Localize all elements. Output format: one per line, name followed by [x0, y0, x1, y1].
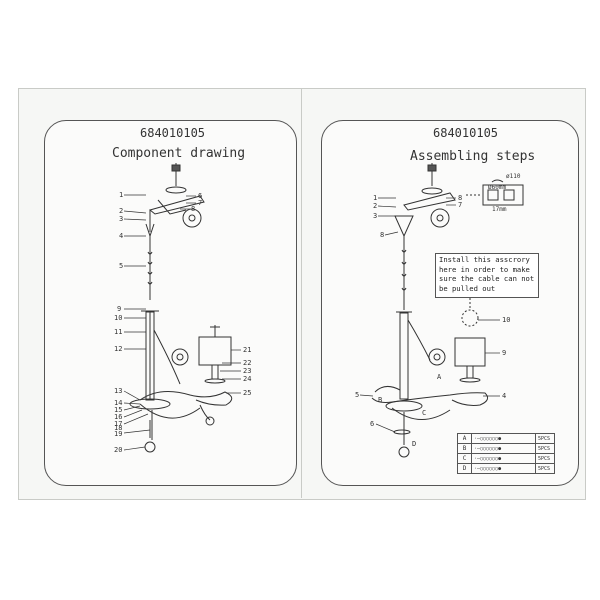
legend-row: D·—○○○○○○●5PCS: [457, 463, 555, 474]
bead-strand: ·—○○○○○○●: [471, 433, 536, 444]
legend-row: B·—○○○○○○●5PCS: [457, 443, 555, 454]
step-label: 10: [502, 316, 510, 324]
step-label: 8: [380, 231, 384, 239]
part-label: 19: [114, 430, 122, 438]
part-label: 15: [114, 406, 122, 414]
part-label: 1: [119, 191, 123, 199]
part-label: 13: [114, 387, 122, 395]
part-label: 18: [114, 424, 122, 432]
step-label: 1: [373, 194, 377, 202]
bead-strand: ·—○○○○○○●: [471, 443, 536, 454]
bead-strand: ·—○○○○○○●: [471, 463, 536, 474]
part-label: 4: [119, 232, 123, 240]
diameter-label: ø110: [506, 173, 521, 180]
right-product-code: 684010105: [433, 126, 499, 140]
part-label: 25: [243, 389, 251, 397]
legend-key: D: [457, 463, 472, 474]
legend-qty: 5PCS: [535, 443, 555, 454]
step-label: 4: [502, 392, 506, 400]
part-label: 14: [114, 399, 122, 407]
bead-strand: ·—○○○○○○●: [471, 453, 536, 464]
step-label: 5: [355, 391, 359, 399]
legend-qty: 5PCS: [535, 433, 555, 444]
legend-row: C·—○○○○○○●5PCS: [457, 453, 555, 464]
part-label: 24: [243, 375, 251, 383]
part-label: 20: [114, 446, 122, 454]
part-label: 9: [117, 305, 121, 313]
assembling-steps-panel: [321, 120, 579, 486]
part-label: 5: [119, 262, 123, 270]
part-label: 12: [114, 345, 122, 353]
step-label: C: [422, 409, 426, 417]
part-label: 10: [114, 314, 122, 322]
page-fold: [301, 88, 302, 498]
crystal-legend-table: A·—○○○○○○●5PCS B·—○○○○○○●5PCS C·—○○○○○○●…: [457, 433, 555, 474]
part-label: 23: [243, 367, 251, 375]
part-label: 3: [119, 215, 123, 223]
cable-note: Install this asscrory here in order to m…: [435, 253, 539, 298]
part-label: 17: [114, 420, 122, 428]
assembling-steps-illustration: [371, 163, 524, 458]
right-title: Assembling steps: [410, 149, 536, 164]
step-label: D: [412, 440, 416, 448]
part-label: 21: [243, 346, 251, 354]
step-label: A: [437, 373, 442, 381]
part-label: 6: [198, 192, 202, 200]
left-product-code: 684010105: [140, 126, 206, 140]
legend-row: A·—○○○○○○●5PCS: [457, 433, 555, 444]
part-label: 16: [114, 413, 122, 421]
legend-qty: 5PCS: [535, 453, 555, 464]
step-label: 9: [502, 349, 506, 357]
step-label: 7: [458, 201, 462, 209]
part-label: 7: [198, 199, 202, 207]
part-label: 8: [191, 205, 195, 213]
legend-key: C: [457, 453, 472, 464]
height-dimension: 17mm: [492, 206, 507, 213]
legend-key: A: [457, 433, 472, 444]
legend-key: B: [457, 443, 472, 454]
step-label: 2: [373, 202, 377, 210]
left-title: Component drawing: [112, 146, 246, 161]
step-label: B: [378, 396, 382, 404]
part-label: 2: [119, 207, 123, 215]
legend-qty: 5PCS: [535, 463, 555, 474]
right-part-numbers: 1 2 3 4 5 6 7 8 9 10 8 A B C D: [355, 194, 510, 448]
part-label: 22: [243, 359, 251, 367]
step-label: 6: [370, 420, 374, 428]
left-part-numbers: 1 2 3 4 5 6 7 8 9 10 11 12 13 14 15 16 1…: [114, 191, 251, 454]
part-label: 11: [114, 328, 122, 336]
step-label: 8: [458, 194, 462, 202]
step-label: 3: [373, 212, 377, 220]
component-drawing-panel: [44, 120, 297, 486]
width-dimension: Ø60mm: [488, 184, 507, 191]
